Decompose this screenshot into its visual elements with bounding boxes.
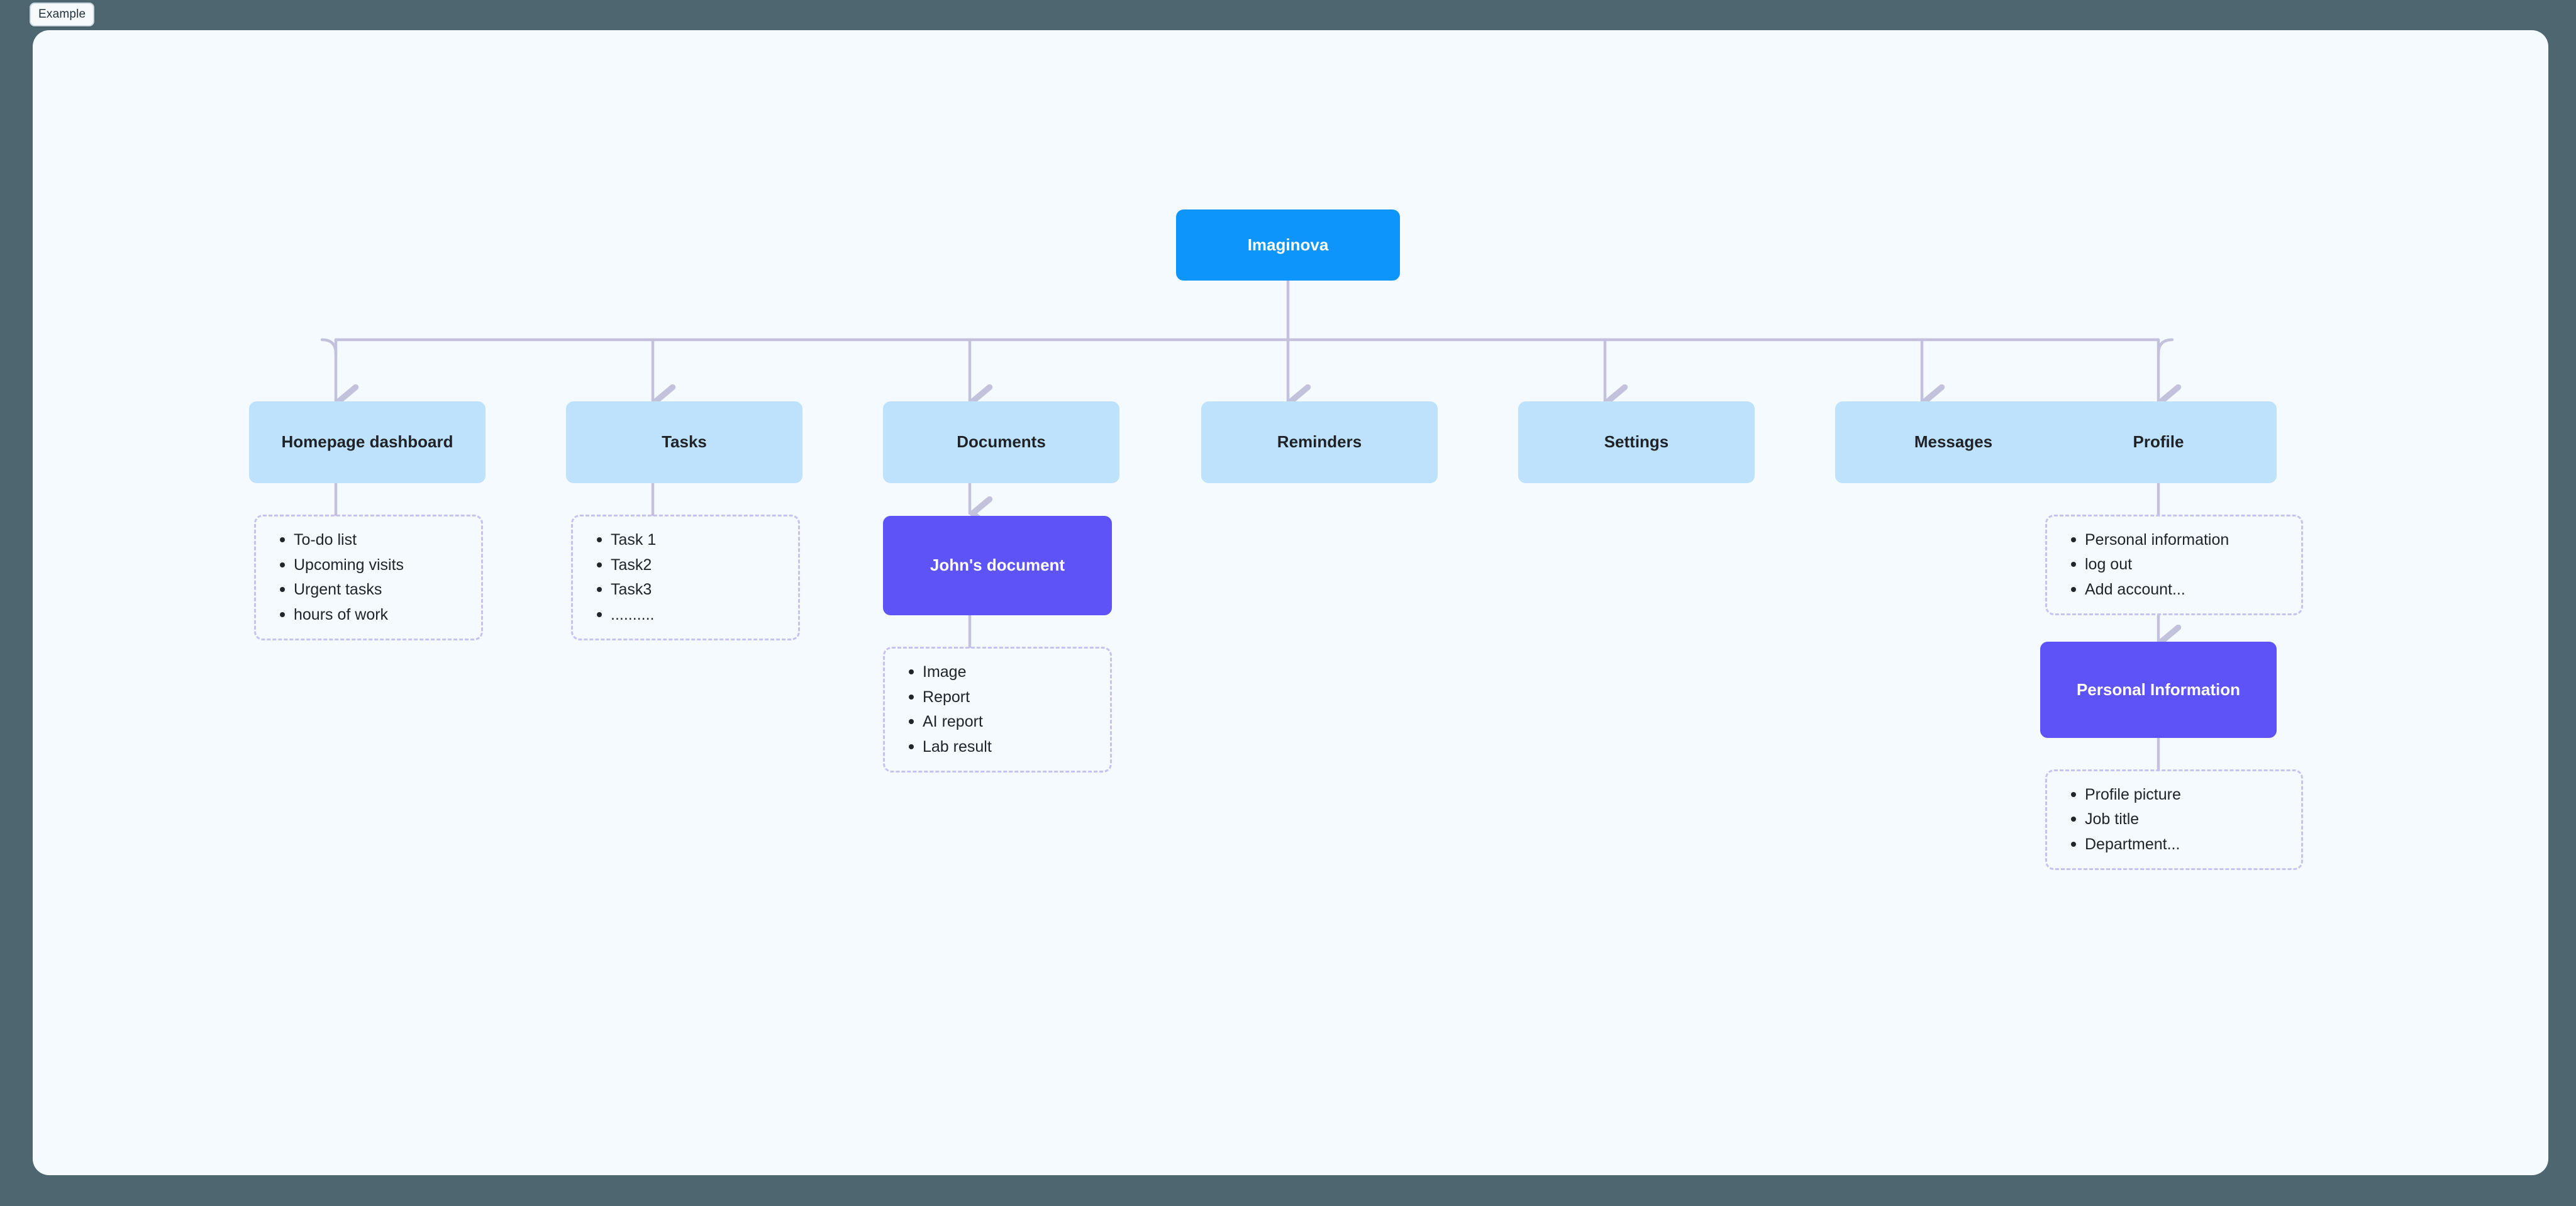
list-item: Task3 bbox=[597, 578, 784, 603]
listbox-johns-document: Image Report AI report Lab result bbox=[883, 647, 1112, 773]
node-documents[interactable]: Documents bbox=[883, 401, 1119, 483]
node-root-imaginova[interactable]: Imaginova bbox=[1176, 209, 1400, 281]
list-item: Image bbox=[909, 660, 1096, 685]
node-label: Messages bbox=[1914, 432, 1993, 452]
list-item: Lab result bbox=[909, 735, 1096, 760]
node-messages[interactable]: Messages bbox=[1835, 401, 2072, 483]
node-personal-information[interactable]: Personal Information bbox=[2040, 642, 2277, 738]
list-item: Urgent tasks bbox=[280, 578, 467, 603]
list-item: To-do list bbox=[280, 528, 467, 553]
list-item: log out bbox=[2071, 552, 2287, 578]
list-johns-document-items: Image Report AI report Lab result bbox=[909, 660, 1096, 760]
node-label: Tasks bbox=[662, 432, 707, 452]
list-item: Department... bbox=[2071, 832, 2287, 857]
list-item: Profile picture bbox=[2071, 783, 2287, 808]
node-johns-document[interactable]: John's document bbox=[883, 516, 1112, 615]
node-label: Reminders bbox=[1277, 432, 1362, 452]
node-label: Imaginova bbox=[1247, 235, 1329, 254]
diagram-canvas[interactable]: Imaginova Homepage dashboard Tasks Docum… bbox=[33, 30, 2548, 1175]
node-settings[interactable]: Settings bbox=[1518, 401, 1755, 483]
wire-corner-1 bbox=[320, 338, 338, 355]
wire-corner-7 bbox=[2157, 338, 2174, 355]
list-tasks-items: Task 1 Task2 Task3 .......... bbox=[597, 528, 784, 628]
node-label: Homepage dashboard bbox=[281, 432, 453, 452]
tab-example[interactable]: Example bbox=[30, 3, 95, 26]
node-label: Settings bbox=[1604, 432, 1669, 452]
list-item: Task 1 bbox=[597, 528, 784, 553]
node-homepage-dashboard[interactable]: Homepage dashboard bbox=[249, 401, 486, 483]
listbox-tasks: Task 1 Task2 Task3 .......... bbox=[571, 515, 800, 640]
list-homepage-items: To-do list Upcoming visits Urgent tasks … bbox=[280, 528, 467, 628]
node-label: John's document bbox=[930, 556, 1065, 575]
listbox-profile: Personal information log out Add account… bbox=[2045, 515, 2303, 615]
list-item: Task2 bbox=[597, 553, 784, 578]
list-item: Report bbox=[909, 685, 1096, 710]
list-item: Upcoming visits bbox=[280, 553, 467, 578]
listbox-homepage-dashboard: To-do list Upcoming visits Urgent tasks … bbox=[254, 515, 483, 640]
list-item: Add account... bbox=[2071, 578, 2287, 603]
node-label: Documents bbox=[957, 432, 1046, 452]
list-profile-items: Personal information log out Add account… bbox=[2071, 528, 2287, 603]
node-reminders[interactable]: Reminders bbox=[1201, 401, 1438, 483]
list-item: .......... bbox=[597, 603, 784, 628]
node-tasks[interactable]: Tasks bbox=[566, 401, 802, 483]
listbox-personal-information: Profile picture Job title Department... bbox=[2045, 769, 2303, 870]
node-label: Profile bbox=[2133, 432, 2184, 452]
list-personal-information-items: Profile picture Job title Department... bbox=[2071, 783, 2287, 857]
list-item: Personal information bbox=[2071, 528, 2287, 553]
node-profile[interactable]: Profile bbox=[2040, 401, 2277, 483]
node-label: Personal Information bbox=[2076, 679, 2241, 699]
list-item: AI report bbox=[909, 710, 1096, 735]
list-item: hours of work bbox=[280, 603, 467, 628]
list-item: Job title bbox=[2071, 807, 2287, 832]
